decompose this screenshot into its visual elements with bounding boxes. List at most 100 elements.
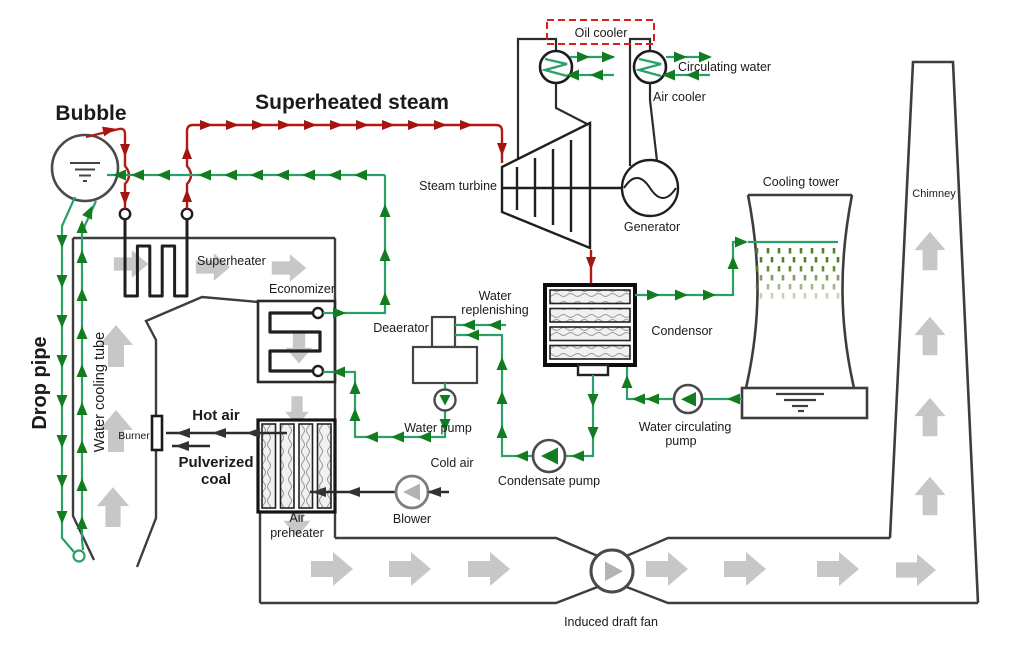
flue-gas-arrow <box>99 410 133 452</box>
condensate-pump <box>531 438 567 474</box>
label-pulverized-2: coal <box>201 471 231 488</box>
flue-gas-arrows <box>96 231 946 587</box>
chimney-outline <box>888 60 980 604</box>
generator <box>620 158 680 218</box>
steam-turbine <box>500 121 622 250</box>
label-drop-pipe: Drop pipe <box>29 336 51 429</box>
water-pump-impeller <box>439 395 451 406</box>
tower-left-side <box>744 194 759 389</box>
oil-cooler-coil <box>540 57 568 78</box>
tower-right-side <box>841 194 856 389</box>
economizer-coil <box>268 311 322 373</box>
label-steam-turbine: Steam turbine <box>419 179 497 193</box>
flue-gas-arrow <box>896 553 936 587</box>
cooling-tower <box>740 193 869 420</box>
furnace-right-wall <box>135 295 259 568</box>
label-hot-air: Hot air <box>192 407 240 424</box>
flue-gas-arrow <box>311 552 353 586</box>
labels: Oil cooler Circulating water Air cooler … <box>29 26 956 629</box>
flue-gas-arrow <box>914 476 946 516</box>
air-preheater <box>256 418 337 514</box>
label-air-preheater-2: preheater <box>270 526 324 540</box>
label-water-replenishing-2: replenishing <box>461 303 528 317</box>
tower-basin <box>740 386 869 420</box>
flue-gas-arrow <box>285 330 313 364</box>
label-condensor: Condensor <box>651 324 712 338</box>
deaerator <box>411 315 479 385</box>
flue-duct <box>258 512 978 605</box>
flue-gas-arrow <box>99 325 133 367</box>
cooling-tower-spray <box>755 248 840 299</box>
drum-water-level <box>70 162 100 182</box>
label-induced-draft-fan: Induced draft fan <box>564 615 658 629</box>
flue-gas-arrow <box>914 316 946 356</box>
deaerator-tank <box>411 345 479 385</box>
superheater-outlet-header <box>180 207 194 221</box>
air-cooler-coil <box>634 57 662 78</box>
condensate-pump-impeller <box>541 447 558 465</box>
flue-gas-arrow <box>468 552 510 586</box>
chimney <box>888 60 980 604</box>
flue-gas-arrow <box>389 552 431 586</box>
label-pulverized-1: Pulverized <box>178 454 253 471</box>
label-superheated-steam: Superheated steam <box>255 91 449 114</box>
label-generator: Generator <box>624 220 680 234</box>
flue-gas-arrow <box>914 231 946 271</box>
bottom-header <box>72 549 86 563</box>
label-bubble: Bubble <box>55 102 126 125</box>
flue-gas-arrow <box>195 253 231 281</box>
blower-impeller <box>403 483 420 501</box>
deaerator-head <box>430 315 457 349</box>
label-water-replenishing-1: Water <box>479 289 512 303</box>
label-water-circulating-2: pump <box>665 434 696 448</box>
label-cold-air: Cold air <box>430 456 473 470</box>
label-water-pump: Water pump <box>404 421 472 435</box>
flow-arrows <box>56 51 748 529</box>
drop-pipe-line <box>60 196 77 553</box>
label-superheater: Superheater <box>197 254 266 268</box>
induced-draft-fan <box>589 548 635 594</box>
steam-drum <box>50 133 120 203</box>
economizer-inlet-port <box>311 364 325 378</box>
superheater-coil <box>123 219 189 298</box>
duct-top-edge <box>335 536 890 559</box>
superheated-steam-pipe <box>185 123 504 209</box>
label-burner: Burner <box>118 430 150 442</box>
label-chimney: Chimney <box>912 188 956 200</box>
flue-gas-arrow <box>646 552 688 586</box>
flue-gas-arrow <box>817 552 859 586</box>
burner <box>150 414 164 452</box>
label-economizer: Economizer <box>269 282 335 296</box>
generator-sine <box>623 177 677 199</box>
flue-gas-arrow <box>285 396 309 426</box>
furnace-left-wall <box>71 238 96 561</box>
label-water-circulating-1: Water circulating <box>639 420 732 434</box>
label-air-preheater-1: Air <box>289 511 304 525</box>
oil-cooler-loop <box>516 37 592 159</box>
label-deaerator: Deaerator <box>373 321 429 335</box>
economizer <box>256 299 337 384</box>
condenser <box>543 283 637 377</box>
header-risers <box>123 219 189 240</box>
label-circulating-water: Circulating water <box>678 60 771 74</box>
flue-gas-arrow <box>724 552 766 586</box>
label-oil-cooler: Oil cooler <box>575 26 628 40</box>
flue-gas-arrow <box>271 254 307 282</box>
label-air-cooler: Air cooler <box>653 90 706 104</box>
induced-draft-fan-impeller <box>605 561 623 581</box>
label-cooling-tower: Cooling tower <box>763 175 839 189</box>
flue-gas-arrow <box>283 503 311 537</box>
flue-gas-arrow <box>96 487 130 527</box>
basin-water-level <box>776 392 824 413</box>
duct-bottom-edge <box>260 584 978 605</box>
blower <box>394 474 430 510</box>
superheater <box>118 207 194 298</box>
superheater-inlet-header <box>118 207 132 221</box>
water-circulating-pump <box>672 383 704 415</box>
economizer-outlet-port <box>311 306 325 320</box>
label-blower: Blower <box>393 512 431 526</box>
condenser-hotwell <box>576 363 610 377</box>
circulating-pump-impeller <box>681 392 696 407</box>
flue-gas-arrow <box>113 250 149 278</box>
flue-gas-arrow <box>914 397 946 437</box>
